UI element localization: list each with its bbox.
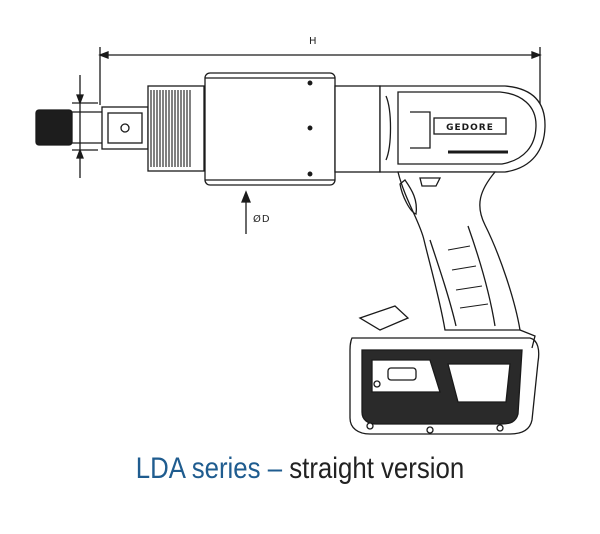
brand-plate — [433, 117, 507, 135]
figure-caption: LDA series – straight version — [42, 452, 558, 486]
diameter-label: ØD — [253, 214, 271, 225]
brand-logo: GEDORE — [446, 123, 494, 133]
spline-teeth — [150, 90, 191, 167]
caption-separator: – — [267, 452, 283, 485]
caption-series: LDA series — [135, 452, 261, 485]
square-arrow-top — [76, 94, 84, 105]
handle — [397, 171, 521, 331]
height-dimension-label: H — [309, 36, 318, 47]
square-arrow-bottom — [76, 148, 84, 159]
gearbox-housing — [204, 72, 336, 186]
gearbox-collar — [334, 85, 381, 173]
drive-cap — [35, 109, 73, 146]
h-arrow-right — [531, 51, 542, 59]
diameter-arrow-head — [241, 190, 251, 203]
spline-ring — [147, 85, 205, 172]
caption-version: straight version — [289, 452, 465, 485]
trigger — [399, 179, 418, 215]
battery-latch — [387, 367, 417, 381]
h-arrow-left — [98, 51, 109, 59]
drive-pin-hole — [120, 123, 130, 133]
